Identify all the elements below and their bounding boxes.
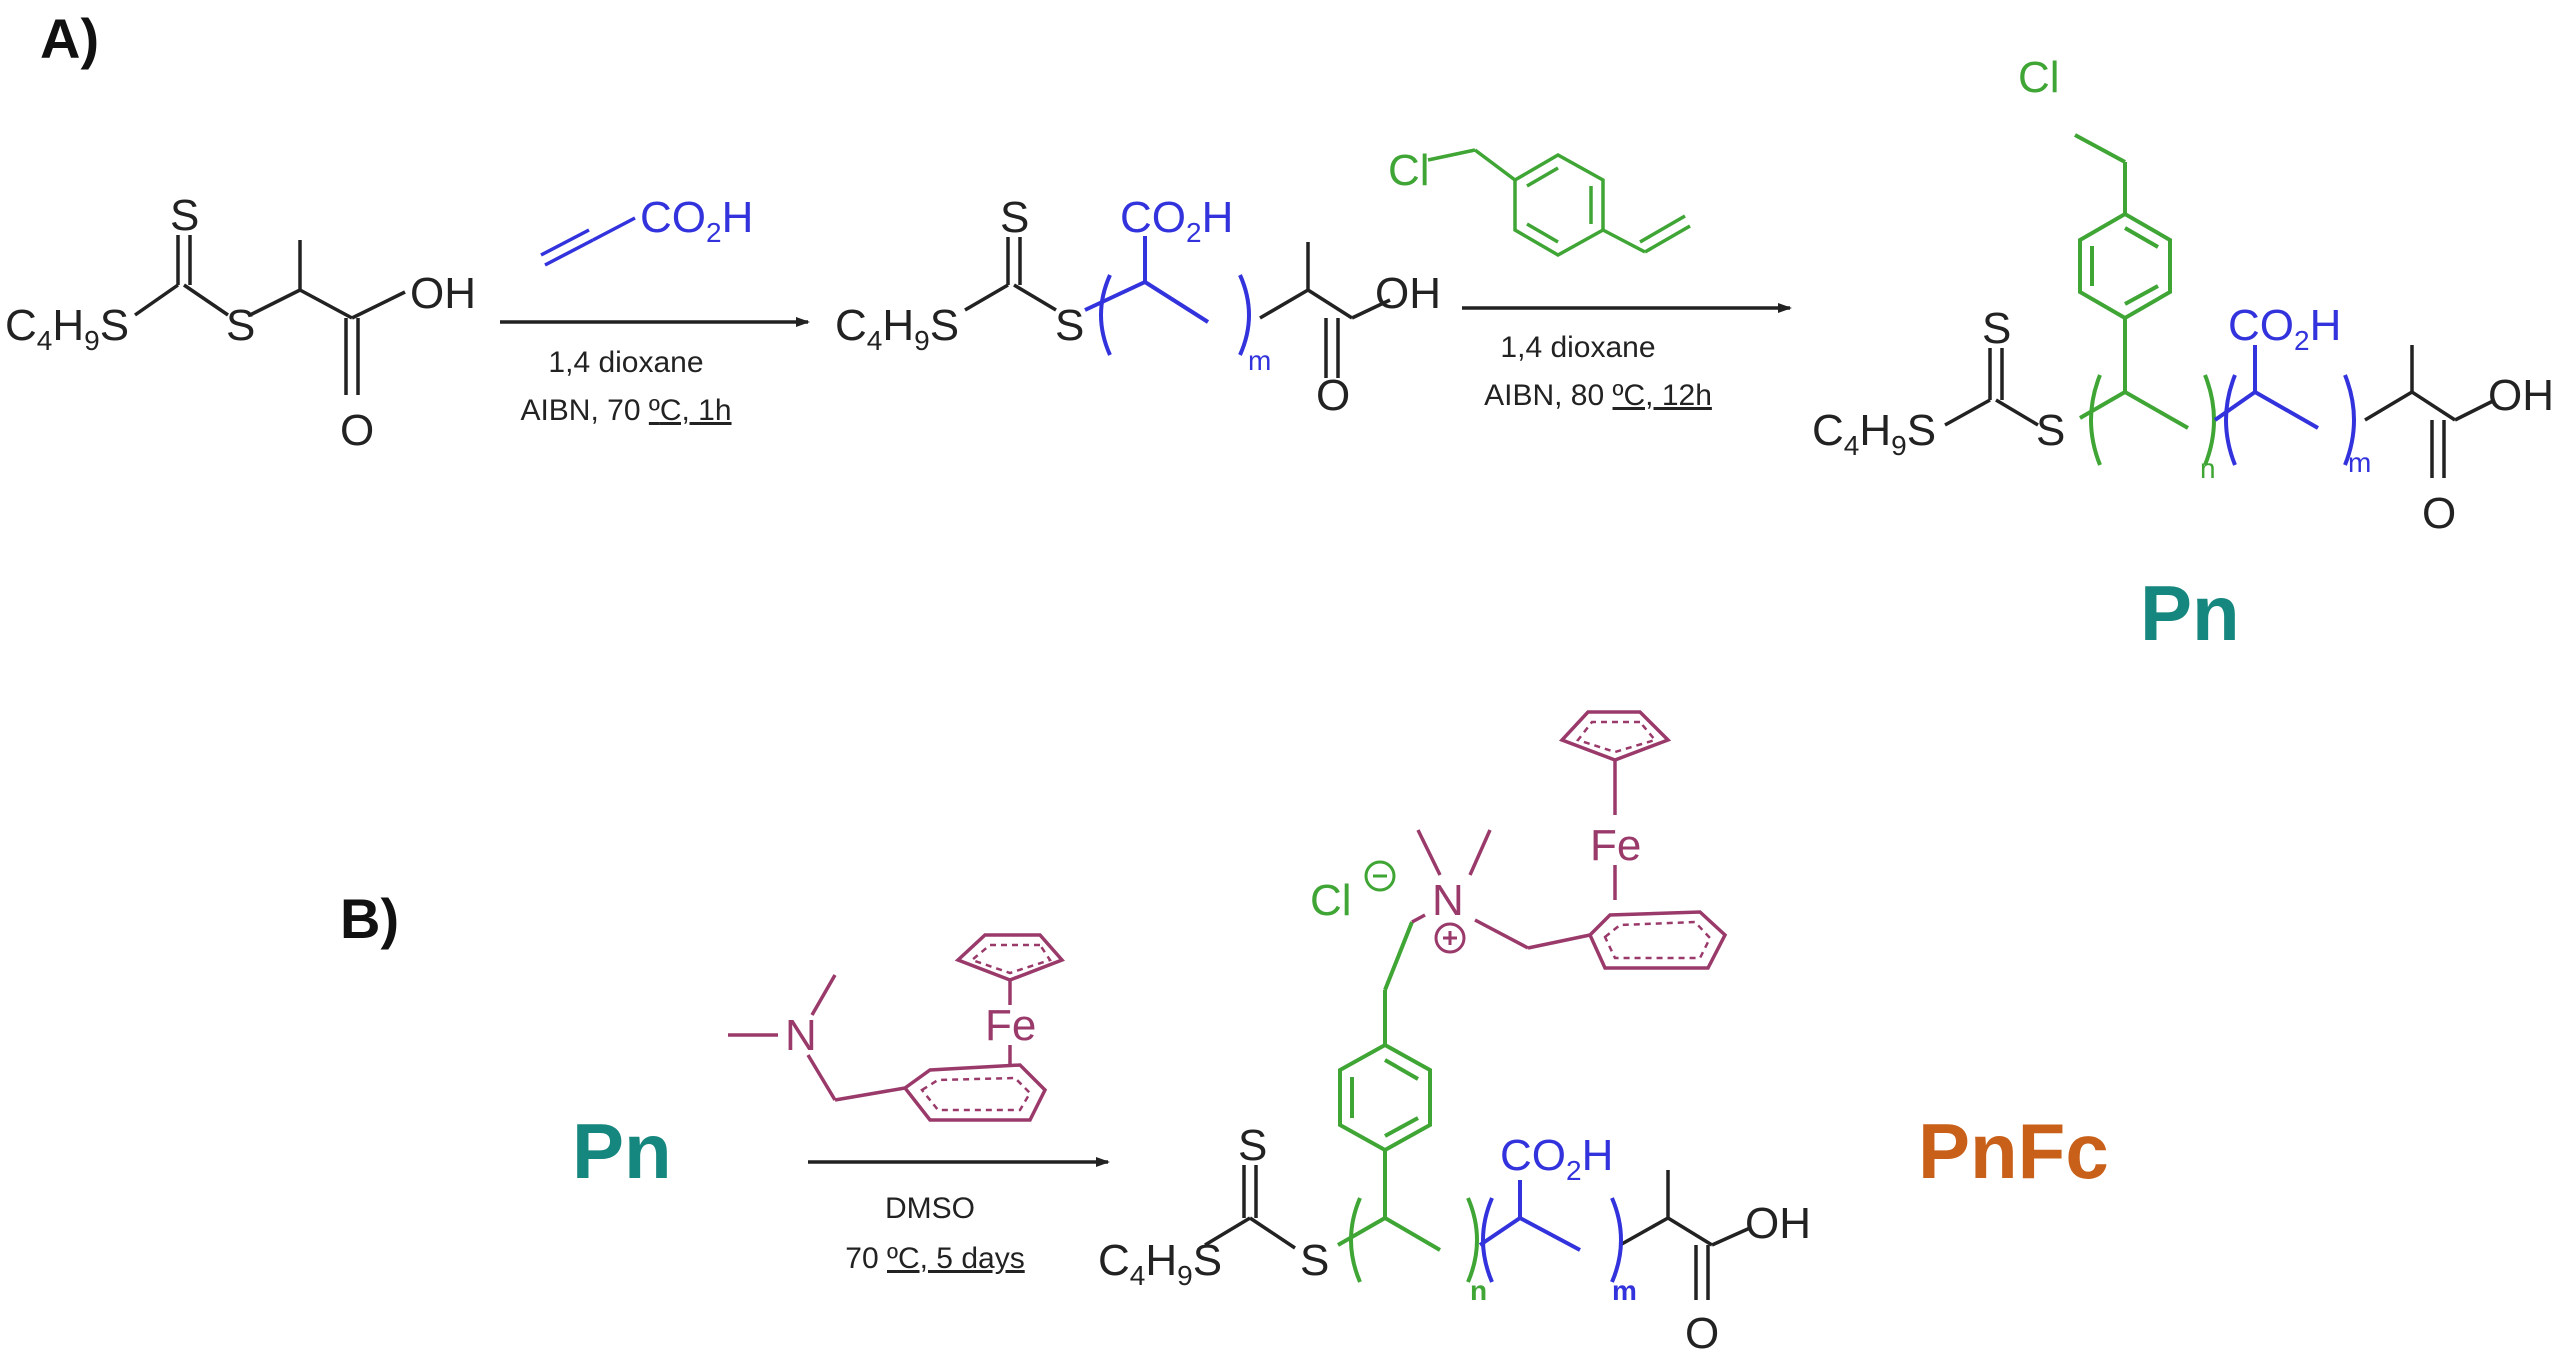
repeat-index-n: n [2200, 453, 2216, 484]
repeat-index-m: m [2348, 447, 2371, 478]
atom-label: O [2422, 489, 2456, 538]
pn-reactant-label: Pn [572, 1107, 672, 1195]
atom-label: OH [1745, 1199, 1811, 1248]
atom-label: S [170, 191, 199, 240]
cta-start-material [133, 235, 406, 395]
condition-detail-2: AIBN, 80 ºC, 12h [1484, 379, 1712, 412]
vinylbenzyl-chloride-reagent: Cl [1388, 146, 1691, 258]
pn-block-copolymer: n Cl m CO2H C4H9S S S OH O [1812, 53, 2554, 538]
atom-label: O [340, 406, 374, 455]
condition-detail-1: AIBN, 70 ºC, 1h [520, 394, 731, 427]
atom-label: S [1000, 193, 1029, 242]
atom-label: O [1316, 371, 1350, 420]
atom-label: Fe [985, 1001, 1036, 1050]
atom-label: S [1300, 1236, 1329, 1285]
atom-label: Cl [2018, 53, 2060, 102]
atom-label: S [226, 301, 255, 350]
pn-product-label: Pn [2140, 569, 2240, 657]
atom-label: OH [1375, 269, 1441, 318]
atom-label: CO2H [1120, 193, 1233, 248]
chloride-counterion: Cl [1310, 876, 1352, 925]
repeat-index-m: m [1248, 345, 1271, 376]
repeat-index-m: m [1612, 1275, 1637, 1306]
atom-label: C4H9S [835, 301, 959, 356]
atom-label: C4H9S [1098, 1236, 1222, 1291]
atom-label: Cl [1388, 146, 1430, 195]
atom-label: C4H9S [1812, 406, 1936, 461]
condition-solvent-2: 1,4 dioxane [1500, 331, 1655, 364]
paa-macro-cta: m CO2H C4H9S S S OH O [835, 193, 1441, 420]
atom-label: CO2H [640, 193, 753, 248]
atom-label: S [2036, 406, 2065, 455]
panel-label-b: B) [340, 887, 399, 950]
condition-solvent-1: 1,4 dioxane [548, 346, 703, 379]
atom-label: CO2H [1500, 1131, 1613, 1186]
condition-solvent-3: DMSO [885, 1192, 975, 1225]
atom-label: N [1432, 876, 1464, 925]
atom-label: S [1982, 304, 2011, 353]
atom-label: S [1055, 301, 1084, 350]
acrylic-acid-reagent: CO2H [540, 193, 753, 267]
atom-label: CO2H [2228, 301, 2341, 356]
atom-label: OH [2488, 371, 2554, 420]
atom-label: Fe [1590, 821, 1641, 870]
repeat-index-n: n [1470, 1275, 1487, 1306]
panel-label-a: A) [40, 7, 99, 70]
dimethylaminomethyl-ferrocene-reagent: N Fe [728, 933, 1065, 1122]
condition-detail-3: 70 ºC, 5 days [845, 1242, 1024, 1275]
atom-label: S [1238, 1121, 1267, 1170]
atom-label: C4H9S [5, 301, 129, 356]
atom-label: O [1685, 1309, 1719, 1358]
pnfc-product-label: PnFc [1918, 1107, 2109, 1195]
pnfc-block-copolymer: n m CO2H C4H9S S S OH O [1098, 710, 1811, 1358]
atom-label: OH [410, 269, 476, 318]
atom-label: N [785, 1011, 817, 1060]
